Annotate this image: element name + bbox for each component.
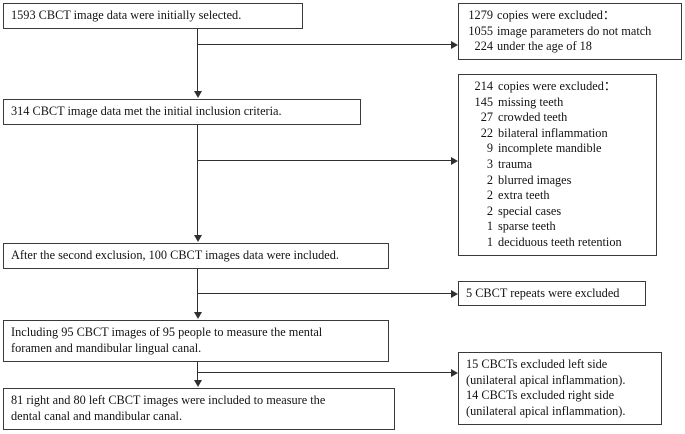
connector-step4-to-step5	[197, 362, 198, 381]
flow-box-step5-line-1: 81 right and 80 left CBCT images were in…	[11, 393, 326, 407]
arrow-head-step3-to-step4	[194, 312, 202, 319]
exclusion-box-3-line-1: 5 CBCT repeats were excluded	[466, 286, 620, 300]
exclusion-box-1-item-count: 224	[474, 39, 493, 54]
exclusion-box-2-item: 1 deciduous teeth retention	[466, 235, 649, 251]
exclusion-box-2-item: 1 sparse teeth	[466, 219, 649, 235]
flow-box-step1-line-1: 1593 CBCT image data were initially sele…	[11, 8, 242, 22]
connector-step3-to-step4	[197, 269, 198, 313]
flow-box-step5: 81 right and 80 left CBCT images were in…	[3, 388, 395, 430]
exclusion-box-3: 5 CBCT repeats were excluded	[458, 281, 646, 306]
flow-box-step4-line-2: foramen and mandibular lingual canal.	[11, 340, 202, 355]
flow-box-step3: After the second exclusion, 100 CBCT ima…	[3, 243, 389, 269]
flow-box-step2: 314 CBCT image data met the initial incl…	[3, 99, 361, 125]
flow-box-step3-line-1: After the second exclusion, 100 CBCT ima…	[11, 248, 339, 262]
exclusion-box-2-item-count: 1	[486, 219, 493, 234]
exclusion-box-2-item-label: sparse teeth	[498, 219, 556, 234]
exclusion-box-2-item-label: deciduous teeth retention	[498, 234, 622, 249]
exclusion-box-1: 1279 copies were excluded： 1055 image pa…	[458, 3, 682, 60]
arrow-head-step4-to-exclusion-4	[451, 369, 458, 377]
flow-box-step4: Including 95 CBCT images of 95 people to…	[3, 320, 389, 362]
exclusion-box-2-item: 2 special cases	[466, 204, 649, 220]
exclusion-box-2-item-count: 2	[486, 188, 493, 203]
exclusion-box-2-item: 2 extra teeth	[466, 188, 649, 204]
exclusion-box-2-item-label: trauma	[498, 156, 533, 171]
exclusion-box-1-item-label: image parameters do not match	[497, 23, 652, 38]
exclusion-box-1-header-count: 1279	[468, 8, 493, 22]
flow-box-step5-line-2: dental canal and mandibular canal.	[11, 408, 183, 423]
exclusion-box-2-item: 145 missing teeth	[466, 95, 649, 111]
exclusion-box-2-item-count: 1	[486, 234, 493, 249]
exclusion-box-2-item-count: 9	[486, 141, 493, 156]
connector-step4-to-exclusion-4	[197, 372, 451, 373]
flow-box-step2-line-1: 314 CBCT image data met the initial incl…	[11, 104, 282, 118]
connector-step1-to-step2	[197, 29, 198, 92]
exclusion-box-2-item-count: 3	[486, 156, 493, 171]
arrow-head-step2-to-exclusion-2	[451, 157, 458, 165]
connector-step2-to-exclusion-2	[197, 160, 451, 161]
exclusion-box-2-item: 22 bilateral inflammation	[466, 126, 649, 142]
flow-box-step1: 1593 CBCT image data were initially sele…	[3, 3, 303, 29]
exclusion-box-2-item-count: 2	[486, 203, 493, 218]
exclusion-box-2-item-count: 145	[474, 94, 493, 109]
arrow-head-step1-to-exclusion-1	[451, 41, 458, 49]
exclusion-box-2-item-label: crowded teeth	[498, 110, 568, 125]
exclusion-box-2-item-label: special cases	[498, 203, 562, 218]
exclusion-box-1-item-label: under the age of 18	[497, 39, 592, 54]
exclusion-box-2-item-label: bilateral inflammation	[498, 125, 608, 140]
exclusion-box-2-header: 214 copies were excluded：	[466, 79, 649, 95]
arrow-head-step2-to-step3	[194, 235, 202, 242]
exclusion-box-2-item: 27 crowded teeth	[466, 110, 649, 126]
exclusion-box-4: 15 CBCTs excluded left side (unilateral …	[458, 352, 662, 425]
exclusion-box-2-item-count: 27	[480, 110, 493, 125]
exclusion-box-2: 214 copies were excluded： 145 missing te…	[458, 74, 657, 256]
exclusion-box-2-item-label: extra teeth	[498, 188, 550, 203]
exclusion-box-1-item: 1055 image parameters do not match	[466, 24, 674, 40]
exclusion-box-1-header: 1279 copies were excluded：	[466, 8, 674, 24]
exclusion-box-4-line-1: 15 CBCTs excluded left side	[466, 357, 608, 371]
connector-step3-to-exclusion-3	[197, 293, 451, 294]
exclusion-box-4-line-4: (unilateral apical inflammation).	[466, 403, 626, 418]
exclusion-box-2-item-label: incomplete mandible	[498, 141, 602, 156]
exclusion-box-2-item-label: missing teeth	[498, 94, 564, 109]
exclusion-box-2-item-count: 22	[480, 125, 493, 140]
arrow-head-step1-to-step2	[194, 91, 202, 98]
exclusion-box-1-item: 224 under the age of 18	[466, 39, 674, 55]
exclusion-box-4-line-3: 14 CBCTs excluded right side	[466, 388, 615, 403]
exclusion-box-1-header-label: copies were excluded：	[497, 8, 616, 22]
exclusion-box-1-item-count: 1055	[468, 23, 493, 38]
arrow-head-step4-to-step5	[194, 380, 202, 387]
exclusion-box-2-item-count: 2	[486, 172, 493, 187]
connector-step1-to-exclusion-1	[197, 44, 451, 45]
exclusion-box-2-header-count: 214	[474, 79, 493, 93]
connector-step2-to-step3	[197, 125, 198, 236]
exclusion-box-2-header-label: copies were excluded：	[498, 79, 617, 93]
flow-box-step4-line-1: Including 95 CBCT images of 95 people to…	[11, 325, 323, 339]
exclusion-box-2-item-label: blurred images	[498, 172, 572, 187]
arrow-head-step3-to-exclusion-3	[451, 290, 458, 298]
exclusion-box-4-line-2: (unilateral apical inflammation).	[466, 372, 626, 387]
exclusion-box-2-item: 3 trauma	[466, 157, 649, 173]
exclusion-box-2-item: 2 blurred images	[466, 173, 649, 189]
exclusion-box-2-item: 9 incomplete mandible	[466, 141, 649, 157]
